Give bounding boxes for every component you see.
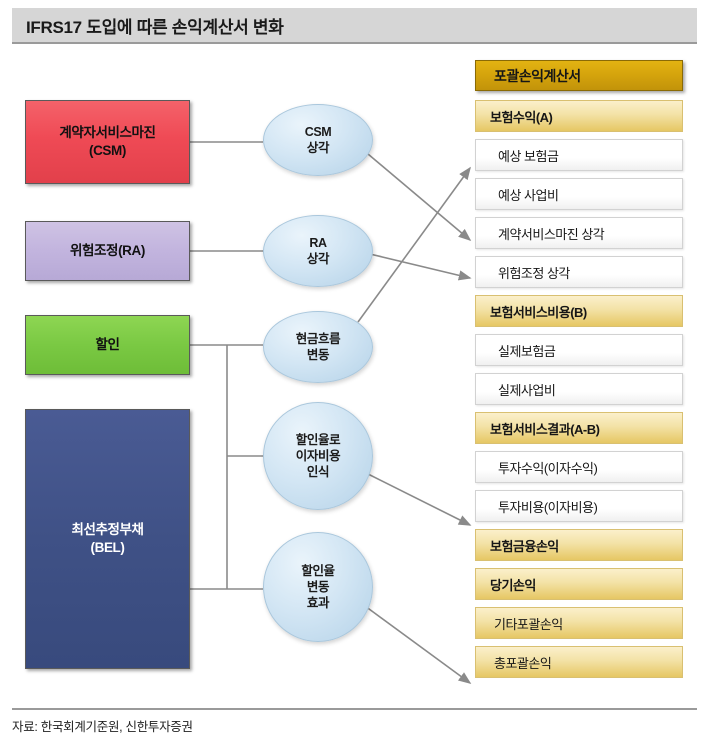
- footer-divider: [12, 708, 697, 710]
- ellipse-cashflow-change[interactable]: 현금흐름 변동: [263, 311, 373, 383]
- box-csm-line1: 계약자서비스마진: [59, 124, 156, 140]
- ellipse-ra-amortization[interactable]: RA 상각: [263, 215, 373, 287]
- statement-row[interactable]: 예상 보험금: [475, 139, 683, 171]
- ellipse-rate-change-effect[interactable]: 할인율 변동 효과: [263, 532, 373, 642]
- ellipse-cashflow-label: 현금흐름 변동: [295, 331, 341, 364]
- box-bel-line2: (BEL): [90, 540, 125, 555]
- statement-row[interactable]: 보험서비스결과(A-B): [475, 412, 683, 444]
- ellipse-ra-line2: 상각: [306, 252, 330, 266]
- statement-row[interactable]: 계약서비스마진 상각: [475, 217, 683, 249]
- statement-row[interactable]: 실제보험금: [475, 334, 683, 366]
- arrow-rate-change-to-total-ci: [364, 605, 472, 684]
- box-risk-adjustment[interactable]: 위험조정(RA): [25, 221, 190, 281]
- ellipse-csm-label: CSM 상각: [305, 124, 332, 157]
- statement-row[interactable]: 기타포괄손익: [475, 607, 683, 639]
- arrow-ra-to-risk-amort: [369, 253, 472, 281]
- ellipse-ra-line1: RA: [309, 235, 327, 250]
- ellipse-rate-label: 할인율 변동 효과: [301, 563, 335, 612]
- box-csm-line2: (CSM): [88, 143, 126, 158]
- ellipse-cashflow-line2: 변동: [306, 348, 330, 362]
- ellipse-csm-line1: CSM: [304, 124, 332, 139]
- page-title: IFRS17 도입에 따른 손익계산서 변화: [26, 17, 284, 37]
- diagram-canvas: 계약자서비스마진 (CSM) 위험조정(RA) 할인 최선추정부채 (BEL) …: [0, 44, 709, 704]
- ellipse-csm-line2: 상각: [306, 141, 330, 155]
- ellipse-rate-line3: 효과: [306, 596, 330, 611]
- ellipse-cashflow-line1: 현금흐름: [295, 331, 341, 346]
- chart-title-bar: IFRS17 도입에 따른 손익계산서 변화: [12, 8, 697, 42]
- ellipse-interest-line1: 할인율로: [295, 432, 341, 447]
- ellipse-interest-line2: 이자비용: [295, 448, 341, 463]
- ellipse-rate-line2: 변동: [306, 579, 330, 594]
- ellipse-rate-line1: 할인율: [301, 563, 335, 578]
- box-ra-label: 위험조정(RA): [70, 242, 145, 258]
- ellipse-interest-line3: 인식: [306, 465, 330, 480]
- statement-row[interactable]: 투자비용(이자비용): [475, 490, 683, 522]
- box-bel-label: 최선추정부채 (BEL): [71, 521, 144, 557]
- statement-row[interactable]: 보험서비스비용(B): [475, 295, 683, 327]
- statement-row[interactable]: 위험조정 상각: [475, 256, 683, 288]
- statement-row[interactable]: 당기손익: [475, 568, 683, 600]
- box-csm[interactable]: 계약자서비스마진 (CSM): [25, 100, 190, 184]
- arrow-cashflow-to-expected-claims: [357, 166, 471, 323]
- arrow-csm-to-margin-amort: [367, 153, 472, 242]
- ellipse-interest-label: 할인율로 이자비용 인식: [295, 432, 341, 481]
- statement-row[interactable]: 예상 사업비: [475, 178, 683, 210]
- ellipse-ra-label: RA 상각: [306, 235, 330, 268]
- statement-row[interactable]: 실제사업비: [475, 373, 683, 405]
- ellipse-interest-expense-recognition[interactable]: 할인율로 이자비용 인식: [263, 402, 373, 510]
- box-csm-label: 계약자서비스마진 (CSM): [59, 124, 156, 160]
- statement-header: 포괄손익계산서: [475, 60, 683, 91]
- box-bel[interactable]: 최선추정부채 (BEL): [25, 409, 190, 669]
- title-divider: [12, 42, 697, 44]
- box-discount[interactable]: 할인: [25, 315, 190, 375]
- statement-row[interactable]: 총포괄손익: [475, 646, 683, 678]
- box-bel-line1: 최선추정부채: [71, 521, 144, 537]
- source-note: 자료: 한국회계기준원, 신한투자증권: [12, 720, 193, 734]
- statement-row[interactable]: 투자수익(이자수익): [475, 451, 683, 483]
- ellipse-csm-amortization[interactable]: CSM 상각: [263, 104, 373, 176]
- statement-row[interactable]: 보험금융손익: [475, 529, 683, 561]
- box-discount-label: 할인: [95, 336, 120, 352]
- arrow-interest-to-investment-expense: [367, 473, 472, 526]
- statement-row[interactable]: 보험수익(A): [475, 100, 683, 132]
